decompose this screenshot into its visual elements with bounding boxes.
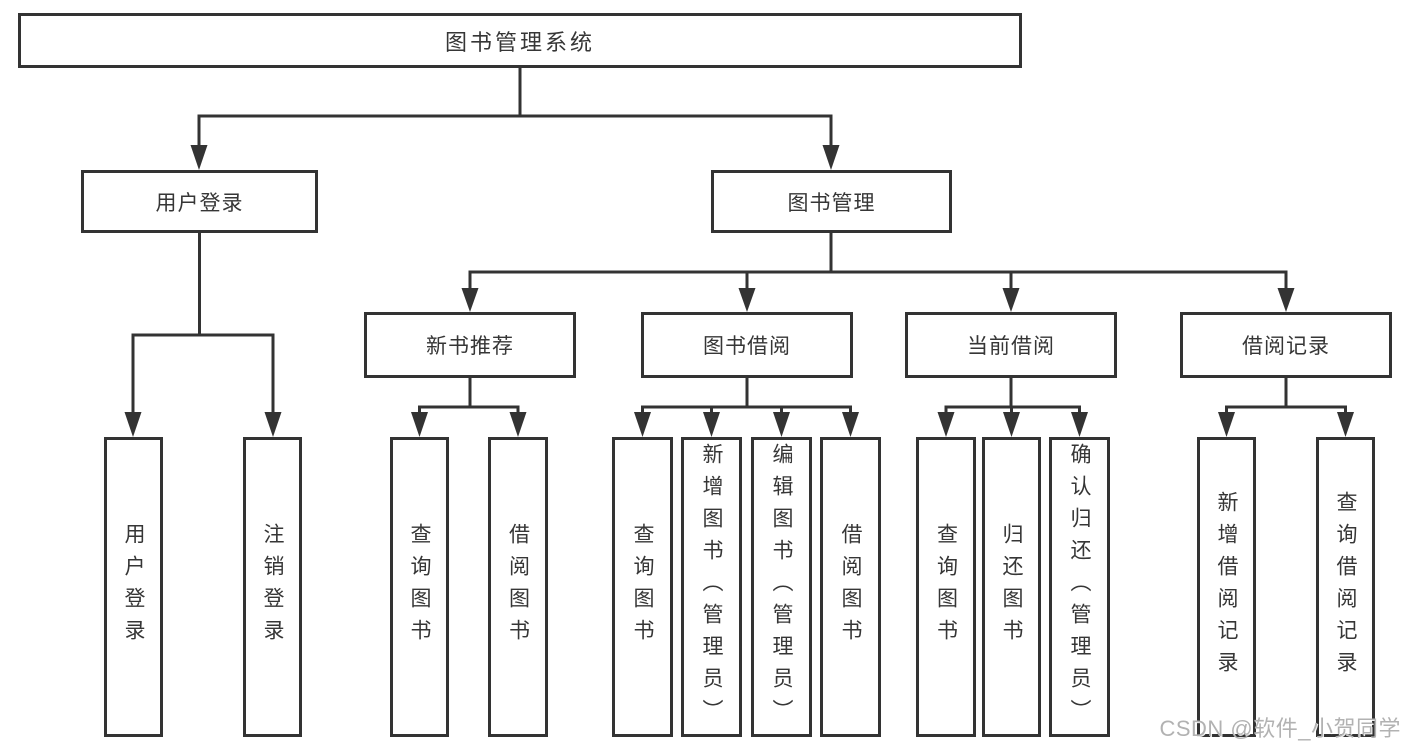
leaf-query-books-borrowing: 查询图书	[612, 437, 673, 737]
node-user-login: 用户登录	[81, 170, 318, 233]
node-borrowing-records: 借阅记录	[1180, 312, 1392, 378]
leaf-label: 借阅图书	[506, 523, 530, 651]
node-current-borrowing: 当前借阅	[905, 312, 1117, 378]
leaf-confirm-return-admin: 确认归还（管理员）	[1049, 437, 1110, 737]
leaf-label: 编辑图书（管理员）	[770, 443, 793, 731]
leaf-label: 新增图书（管理员）	[700, 443, 723, 731]
leaf-user-login: 用户登录	[104, 437, 163, 737]
leaf-label: 注销登录	[261, 523, 284, 651]
leaf-logout: 注销登录	[243, 437, 302, 737]
leaf-label: 借阅图书	[839, 523, 862, 651]
leaf-label: 归还图书	[1000, 523, 1023, 651]
leaf-label: 查询借阅记录	[1334, 491, 1357, 683]
leaf-add-books-admin: 新增图书（管理员）	[681, 437, 742, 737]
leaf-query-borrow-record: 查询借阅记录	[1316, 437, 1375, 737]
leaf-label: 查询图书	[631, 523, 654, 651]
node-book-management: 图书管理	[711, 170, 952, 233]
node-library-management-system: 图书管理系统	[18, 13, 1022, 68]
node-new-book-recommendation: 新书推荐	[364, 312, 576, 378]
leaf-query-books-recommend: 查询图书	[390, 437, 449, 737]
leaf-label: 用户登录	[122, 523, 145, 651]
node-book-borrowing: 图书借阅	[641, 312, 853, 378]
leaf-label: 新增借阅记录	[1215, 491, 1238, 683]
leaf-return-books: 归还图书	[982, 437, 1041, 737]
leaf-query-books-current: 查询图书	[916, 437, 976, 737]
leaf-borrow-books: 借阅图书	[820, 437, 881, 737]
leaf-label: 查询图书	[934, 523, 958, 651]
leaf-label: 查询图书	[408, 523, 431, 651]
leaf-label: 确认归还（管理员）	[1068, 443, 1091, 731]
leaf-borrow-books-recommend: 借阅图书	[488, 437, 548, 737]
watermark: CSDN @软件_小贺同学	[1159, 716, 1401, 741]
leaf-edit-books-admin: 编辑图书（管理员）	[751, 437, 812, 737]
leaf-add-borrow-record: 新增借阅记录	[1197, 437, 1256, 737]
